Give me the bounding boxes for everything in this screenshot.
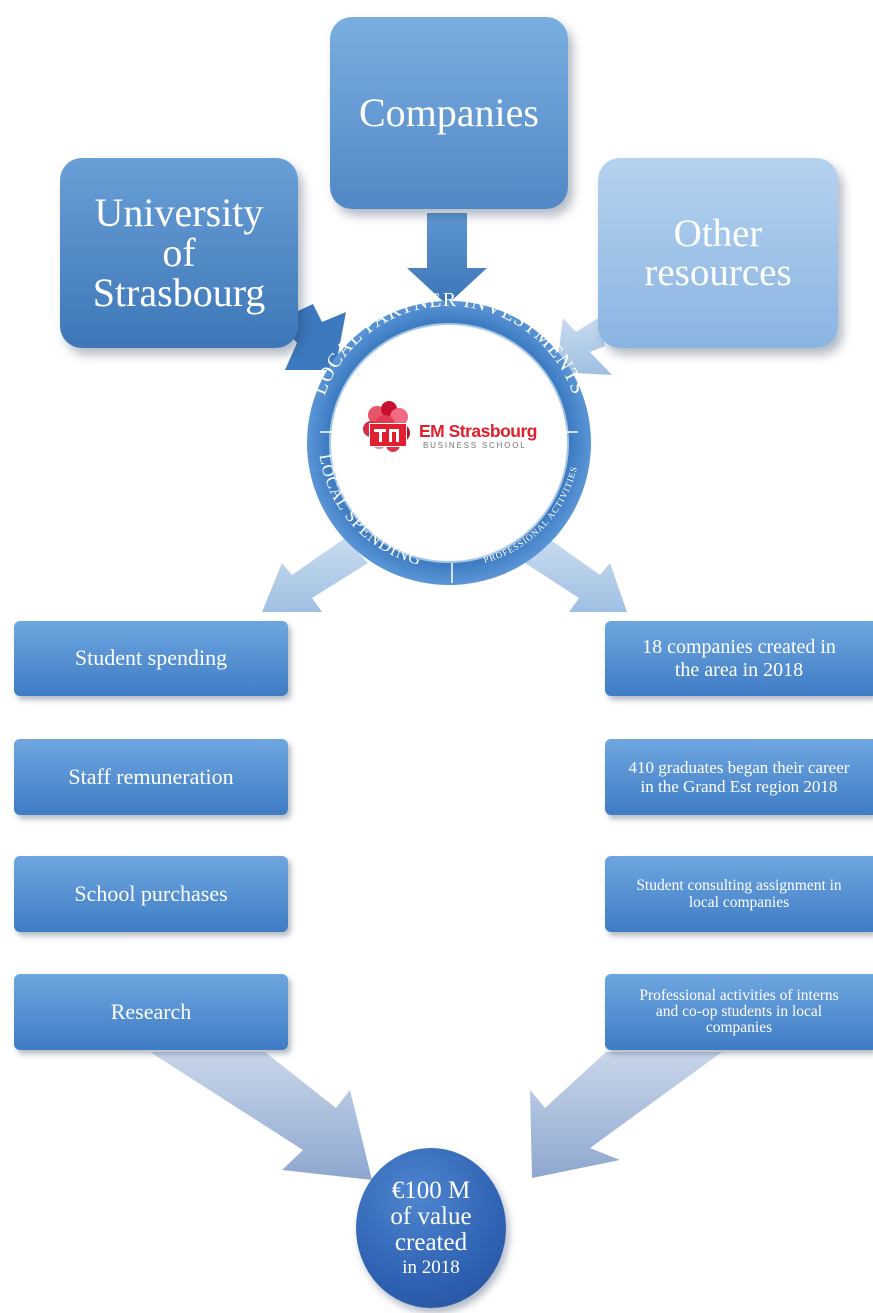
source-university: University of Strasbourg	[60, 158, 298, 348]
source-companies-label: Companies	[359, 90, 539, 135]
source-companies: Companies	[330, 17, 568, 209]
spending-item: Research	[14, 974, 288, 1050]
activity-item-line: in the Grand Est region 2018	[640, 777, 838, 796]
hub-inner	[330, 324, 568, 562]
arrow-university-to-hub	[283, 304, 346, 370]
arrow-hub-to-spending	[262, 538, 368, 612]
source-other-line-2: resources	[644, 251, 792, 294]
activity-item-line: 410 graduates began their career	[628, 757, 850, 777]
activity-item-line: and co-op students in local	[655, 1002, 823, 1020]
result-line-3: created	[394, 1229, 468, 1257]
spending-item: School purchases	[14, 856, 288, 932]
arrow-spending-to-result	[150, 1052, 372, 1180]
spending-item-label: Student spending	[74, 645, 228, 671]
spending-item-label: Research	[110, 998, 192, 1024]
result-year: in 2018	[402, 1257, 460, 1279]
activity-item-line: Student consulting assignment in	[636, 876, 842, 894]
result-amount: €100 M	[391, 1176, 471, 1204]
activity-item-line: local companies	[688, 894, 790, 911]
em-strasbourg-logo: EM Strasbourg BUSINESS SCHOOL	[355, 395, 555, 465]
logo-name: EM Strasbourg	[419, 421, 537, 441]
spending-item: Staff remuneration	[14, 739, 288, 815]
activity-item-line: 18 companies created in	[642, 636, 836, 659]
spending-item-label: Staff remuneration	[68, 763, 234, 789]
activity-item-line: companies	[705, 1019, 773, 1037]
result-line-2: of value	[390, 1202, 472, 1230]
activity-item: 18 companies created in the area in 2018	[605, 621, 873, 696]
arrow-hub-to-activities	[525, 538, 627, 612]
activity-item-line: Professional activities of interns	[639, 986, 839, 1004]
activity-item: 410 graduates began their career in the …	[605, 739, 873, 815]
activity-item: Student consulting assignment in local c…	[605, 856, 873, 932]
source-other-resources: Other resources	[598, 158, 838, 348]
activity-item: Professional activities of interns and c…	[605, 974, 873, 1050]
arrow-companies-to-hub	[407, 213, 487, 305]
source-university-line-2: of	[162, 230, 196, 275]
source-university-line-3: Strasbourg	[92, 270, 266, 315]
spending-item-label: School purchases	[74, 880, 228, 906]
source-university-line-1: University	[94, 190, 264, 235]
logo-subtitle: BUSINESS SCHOOL	[423, 441, 527, 450]
arrow-activities-to-result	[530, 1052, 722, 1178]
spending-item: Student spending	[14, 621, 288, 696]
source-other-line-1: Other	[673, 212, 763, 255]
result-circle: €100 M of value created in 2018	[356, 1148, 506, 1308]
activity-item-line: the area in 2018	[674, 658, 804, 681]
logo-mark-icon	[363, 401, 410, 452]
